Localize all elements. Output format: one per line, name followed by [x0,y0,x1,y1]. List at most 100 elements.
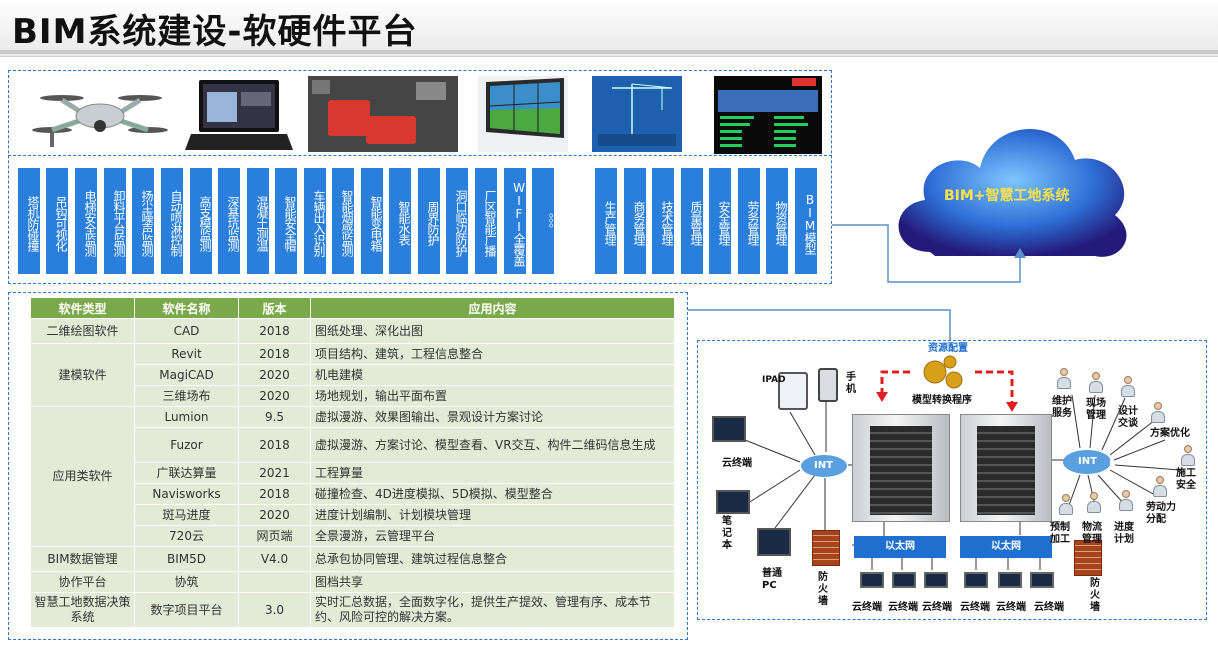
pc-label: 普通PC [762,568,782,591]
role-labor-allocation: 劳动力分配 [1146,502,1176,525]
architecture-panel [697,340,1207,620]
feature-quality-mgmt: 质量管理 [681,168,703,274]
table-row: 智慧工地数据决策系统 数字项目平台 3.0 实时汇总数据，全面数字化，提供生产提… [30,592,675,628]
feature-bim-model: BIM模型 [795,168,817,274]
software-usage: 图档共享 [310,571,675,593]
role-logistics: 物流管理 [1082,522,1102,545]
software-name: BIM5D [134,546,239,572]
software-version: 2018 [238,318,311,344]
software-name: CAD [134,318,239,344]
ipad-icon [778,372,808,410]
table-row: 斑马进度 2020 进度计划编制、计划模块管理 [31,504,675,526]
table-row: 协作平台 协筑 图档共享 [30,571,675,593]
server-left-icon [852,414,950,522]
ipad-label: IPAD [762,375,786,385]
feature-production-mgmt: 生产管理 [595,168,617,274]
group-cell: 应用类软件 [30,406,135,547]
feature-safety-mgmt: 安全管理 [709,168,731,274]
drone-image [22,78,172,152]
terminal-label: 云终端 [960,602,990,613]
header-type: 软件类型 [30,297,135,319]
int-label-right: INT [1078,456,1097,467]
software-usage: 工程算量 [310,462,675,484]
phone-label: 手机 [846,372,856,395]
software-usage: 项目结构、建筑，工程信息整合 [310,343,675,365]
software-name: Revit [134,343,239,365]
table-row: 广联达算量 2021 工程算量 [31,462,675,484]
terminal-label: 云终端 [852,602,882,613]
table-row: Navisworks 2018 碰撞检查、4D进度模拟、5D模拟、模型整合 [31,483,675,505]
software-usage: 总承包协同管理、建筑过程信息整合 [310,546,675,572]
group-cell: BIM数据管理 [30,546,135,572]
model-program-label: 模型转换程序 [912,395,972,406]
server-right-icon [960,414,1052,522]
software-version: 3.0 [238,592,311,628]
phone-icon [818,368,838,402]
feature-perimeter: 周界防护 [418,168,440,274]
role-prefab: 预制加工 [1050,522,1070,545]
feature-tech-mgmt: 技术管理 [652,168,674,274]
feature-smoke: 智能烟感监测 [332,168,354,274]
role-maintenance: 维护服务 [1052,396,1072,419]
feature-more: 。。。 [532,168,554,274]
ethernet-right: 以太网 [960,536,1052,558]
table-row: 建模软件 Revit 2018 项目结构、建筑，工程信息整合 [30,343,675,407]
feature-broadcast: 厂区智能广播 [475,168,497,274]
role-site-management: 现场管理 [1086,398,1106,421]
software-name: 720云 [134,525,239,547]
software-name: 数字项目平台 [134,592,239,628]
terminal-label: 云终端 [922,602,952,613]
table-row: 应用类软件 Lumion 9.5 虚拟漫游、效果图输出、景观设计方案讨论 [30,406,675,547]
laptop-icon [716,490,750,514]
feature-material-mgmt: 物资管理 [766,168,788,274]
role-schedule: 进度计划 [1114,522,1134,545]
feature-wifi: WIFI全覆盖 [504,168,526,274]
software-version: 2018 [238,483,311,505]
software-usage: 虚拟漫游、效果图输出、景观设计方案讨论 [310,406,675,428]
software-name: 三维场布 [134,385,239,407]
cloud-label: BIM+智慧工地系统 [944,188,1070,204]
software-table: 软件类型 软件名称 版本 应用内容 二维绘图软件 CAD 2018 图纸处理、深… [30,297,675,628]
laptop-image [185,78,293,152]
terminal-monitor-icon [892,572,916,588]
cloud-terminal-icon [712,416,746,442]
software-version: 2021 [238,462,311,484]
firewall-left-label: 防火墙 [818,572,828,607]
laptop-label: 笔记本 [722,516,732,551]
software-version: 网页端 [238,525,311,547]
firewall-right-label: 防火墙 [1090,578,1100,613]
role-design-talk: 设计交谈 [1118,406,1138,429]
feature-concrete-temp: 混凝土测温 [247,168,269,274]
role-plan-optimize: 方案优化 [1150,428,1190,439]
header-name: 软件名称 [134,297,239,319]
feature-dust-noise: 扬尘噪声监测 [132,168,154,274]
group-cell: 智慧工地数据决策系统 [30,592,135,628]
int-label-left: INT [814,460,833,471]
feature-elevator: 电梯安全监测 [75,168,97,274]
software-usage: 进度计划编制、计划模块管理 [310,504,675,526]
person-icon [1120,376,1136,398]
feature-formwork: 高支模监测 [190,168,212,274]
software-version: 2018 [238,343,311,365]
role-construction-safety: 施工安全 [1176,468,1196,491]
smart-device-image [308,76,458,152]
hardware-divider [8,155,832,156]
person-icon [1086,492,1102,514]
person-icon [1088,372,1104,394]
header-version: 版本 [238,297,311,319]
int-cloud-right [1063,450,1110,474]
feature-pit: 深基坑监测 [218,168,240,274]
title-bar: BIM系统建设-软硬件平台 [0,0,1218,57]
feature-labor-mgmt: 劳务管理 [738,168,760,274]
feature-vehicle: 车辆出入识别 [304,168,326,274]
pc-icon [757,528,791,556]
terminal-monitor-icon [860,572,884,588]
terminal-label: 云终端 [996,602,1026,613]
terminal-monitor-icon [1030,572,1054,588]
software-usage: 虚拟漫游、方案讨论、模型查看、VR交互、构件二维码信息生成 [310,427,675,463]
environment-monitor-image [714,76,822,154]
feature-opening-edge: 洞口临边防护 [446,168,468,274]
person-icon [1152,476,1168,498]
feature-hook-visual: 吊钩可视化 [46,168,68,274]
